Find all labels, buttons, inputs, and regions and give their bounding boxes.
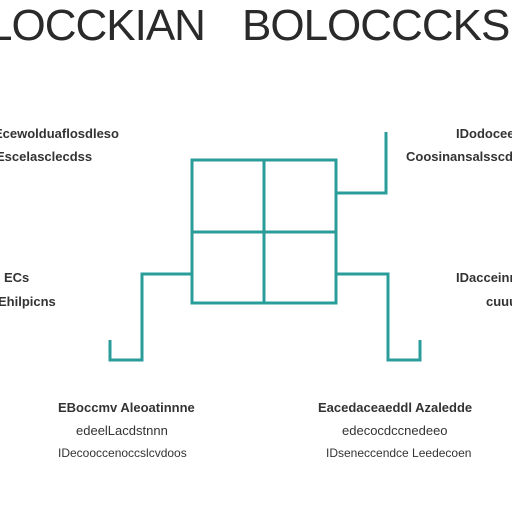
diagram-title: LOCCKIAN BOLOCCCKS [0,2,512,50]
label-top-left-line-1: Ecewolduaflosdleso [0,126,119,141]
label-bottom-right-line-3: IDseneccendce Leedecoen [326,446,472,460]
label-mid-left-line-2: Ehilpicns [0,294,56,309]
label-mid-right-line-2: cuuu [486,294,512,309]
connector-top-right [336,132,388,195]
label-bottom-left-line-3: IDecooccenoccslcvdoos [58,446,187,460]
label-bottom-left-line-1: EBoccmv Aleoatinnne [58,400,195,415]
label-bottom-left-line-2: edeelLacdstnnn [76,423,168,438]
label-top-right-line-2: Coosinansalsscdlee [406,149,512,164]
label-mid-left-line-1: ECs [4,270,30,285]
label-bottom-right-line-2: edecocdccnedeeo [342,423,448,438]
connector-bottom-right [336,272,422,362]
label-top-left-line-2: Escelasclecdss [0,149,93,164]
title-left: LOCCKIAN [0,2,206,50]
label-mid-right-line-1: IDacceinn [456,270,512,285]
title-right: BOLOCCCKS [242,2,510,50]
connector-bottom-left [108,272,192,362]
label-bottom-right-line-1: Eacedaceaeddl Azaledde [318,400,473,415]
label-top-right-line-1: IDodocee [456,126,512,141]
